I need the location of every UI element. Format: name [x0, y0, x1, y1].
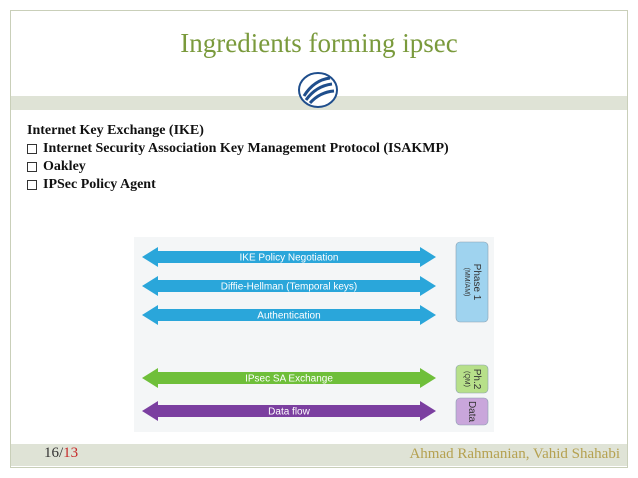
flow-arrow: Authentication	[142, 305, 436, 325]
bullet-item: Oakley	[27, 158, 449, 176]
university-logo-icon	[298, 72, 338, 108]
arrow-shape	[142, 276, 436, 296]
bullet-item: Internet Security Association Key Manage…	[27, 140, 449, 158]
phase-box-label: Data	[466, 401, 477, 423]
flow-arrow: Diffie-Hellman (Temporal keys)	[142, 276, 436, 296]
authors: Ahmad Rahmanian, Vahid Shahabi	[409, 446, 620, 462]
bullet-text: Oakley	[43, 159, 86, 174]
phase-box: Ph.2(QM)	[455, 364, 489, 394]
flow-arrow: Data flow	[142, 401, 436, 421]
checkbox-bullet-icon	[27, 162, 37, 172]
flow-arrow: IKE Policy Negotiation	[142, 247, 436, 267]
arrow-label: Authentication	[257, 311, 320, 322]
phase-box-shape	[455, 241, 489, 323]
phase-box-label: Phase 1(MM/AM)	[463, 264, 482, 301]
bullet-text: Internet Security Association Key Manage…	[43, 141, 449, 156]
slide-title: Ingredients forming ipsec	[180, 28, 458, 58]
intro-line: Internet Key Exchange (IKE)	[27, 122, 449, 140]
arrow-label: IPsec SA Exchange	[245, 374, 333, 385]
bullet-list: Internet Key Exchange (IKE) Internet Sec…	[27, 122, 449, 194]
bullet-text: IPSec Policy Agent	[43, 177, 156, 192]
arrow-shape	[142, 305, 436, 325]
flow-arrow: IPsec SA Exchange	[142, 368, 436, 388]
checkbox-bullet-icon	[27, 144, 37, 154]
phase-box-shape	[455, 397, 489, 426]
page-number: 16/13	[44, 445, 78, 462]
phase-box: Phase 1(MM/AM)	[455, 241, 489, 323]
footer-band	[11, 444, 627, 466]
arrow-shape	[142, 401, 436, 421]
arrow-label: IKE Policy Negotiation	[240, 253, 339, 264]
page-total: 13	[63, 445, 79, 461]
phase-box: Data	[455, 397, 489, 426]
phase-box-shape	[455, 364, 489, 394]
arrow-label: Data flow	[268, 407, 310, 418]
arrow-shape	[142, 247, 436, 267]
slide-frame	[10, 10, 628, 468]
arrow-shape	[142, 368, 436, 388]
phase-box-label: Ph.2(QM)	[463, 369, 482, 390]
bullet-item: IPSec Policy Agent	[27, 176, 449, 194]
page-current: 16/	[44, 445, 64, 461]
intro-text: Internet Key Exchange (IKE)	[27, 123, 204, 138]
arrow-label: Diffie-Hellman (Temporal keys)	[221, 282, 358, 293]
checkbox-bullet-icon	[27, 180, 37, 190]
